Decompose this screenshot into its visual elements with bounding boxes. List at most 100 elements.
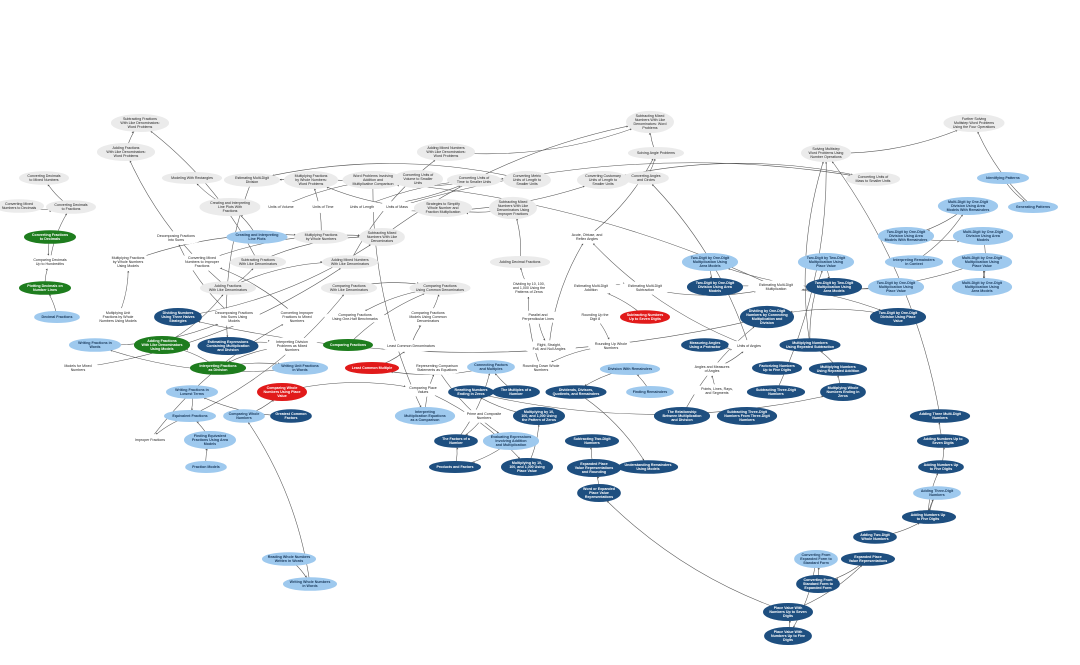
concept-node-shape[interactable] bbox=[133, 336, 191, 354]
concept-node-shape[interactable] bbox=[626, 386, 674, 398]
concept-node[interactable]: Dividing by 10, 100,and 1,000 Using theP… bbox=[503, 279, 555, 297]
concept-node-shape[interactable] bbox=[24, 230, 76, 244]
concept-node[interactable]: Comparing Fractions bbox=[323, 339, 373, 351]
concept-node-shape[interactable] bbox=[653, 407, 711, 425]
concept-node-shape[interactable] bbox=[877, 227, 935, 245]
concept-node-shape[interactable] bbox=[126, 434, 174, 446]
concept-node-shape[interactable] bbox=[434, 434, 478, 448]
concept-node-shape[interactable] bbox=[96, 143, 156, 161]
concept-node-shape[interactable] bbox=[407, 361, 467, 375]
concept-node-shape[interactable] bbox=[503, 171, 551, 189]
concept-node-shape[interactable] bbox=[805, 278, 863, 296]
concept-node-shape[interactable] bbox=[867, 278, 925, 296]
concept-node[interactable]: Modeling With Rectangles bbox=[161, 172, 223, 184]
concept-node-shape[interactable] bbox=[691, 384, 743, 398]
concept-node[interactable]: Solving Angle Problems bbox=[627, 147, 685, 159]
concept-node-shape[interactable] bbox=[574, 310, 616, 324]
concept-node-shape[interactable] bbox=[763, 603, 813, 621]
concept-node-shape[interactable] bbox=[409, 281, 471, 295]
concept-node-shape[interactable] bbox=[977, 172, 1029, 184]
concept-node-shape[interactable] bbox=[148, 231, 204, 245]
concept-node-shape[interactable] bbox=[913, 486, 961, 500]
concept-node[interactable]: Division With Remainders bbox=[599, 363, 661, 375]
concept-node-shape[interactable] bbox=[226, 230, 288, 244]
concept-node-shape[interactable] bbox=[321, 255, 379, 269]
concept-node-shape[interactable] bbox=[545, 385, 607, 399]
concept-node-shape[interactable] bbox=[577, 484, 621, 502]
concept-node-shape[interactable] bbox=[492, 385, 540, 399]
concept-node-shape[interactable] bbox=[616, 281, 674, 295]
concept-node-shape[interactable] bbox=[199, 281, 257, 295]
concept-node-shape[interactable] bbox=[884, 255, 944, 269]
concept-node-shape[interactable] bbox=[271, 361, 329, 375]
concept-node-shape[interactable] bbox=[260, 201, 302, 213]
concept-node-shape[interactable] bbox=[937, 197, 999, 215]
concept-node-shape[interactable] bbox=[909, 409, 971, 423]
concept-node-shape[interactable] bbox=[56, 361, 100, 375]
concept-node[interactable]: Fraction Models bbox=[185, 461, 227, 473]
concept-node-shape[interactable] bbox=[728, 340, 770, 352]
concept-node-shape[interactable] bbox=[620, 310, 670, 324]
concept-node-shape[interactable] bbox=[797, 253, 855, 271]
concept-node-shape[interactable] bbox=[820, 383, 866, 401]
concept-node[interactable]: Finding Remainders bbox=[626, 386, 674, 398]
concept-node-shape[interactable] bbox=[746, 385, 806, 399]
concept-node-shape[interactable] bbox=[164, 410, 216, 422]
concept-node-shape[interactable] bbox=[459, 409, 509, 423]
concept-node-shape[interactable] bbox=[324, 310, 386, 324]
concept-node-shape[interactable] bbox=[206, 308, 262, 326]
concept-node[interactable]: Adding Decimal Fractions bbox=[489, 256, 551, 268]
concept-node-shape[interactable] bbox=[716, 407, 778, 425]
concept-node-shape[interactable] bbox=[403, 308, 453, 326]
concept-node[interactable]: Improper Fractions bbox=[126, 434, 174, 446]
concept-node-shape[interactable] bbox=[261, 552, 317, 566]
concept-node-shape[interactable] bbox=[283, 171, 339, 189]
concept-node-shape[interactable] bbox=[521, 340, 577, 354]
concept-node-shape[interactable] bbox=[189, 361, 247, 375]
concept-node-shape[interactable] bbox=[199, 198, 261, 216]
concept-node[interactable]: Decimal Fractions bbox=[34, 311, 80, 323]
